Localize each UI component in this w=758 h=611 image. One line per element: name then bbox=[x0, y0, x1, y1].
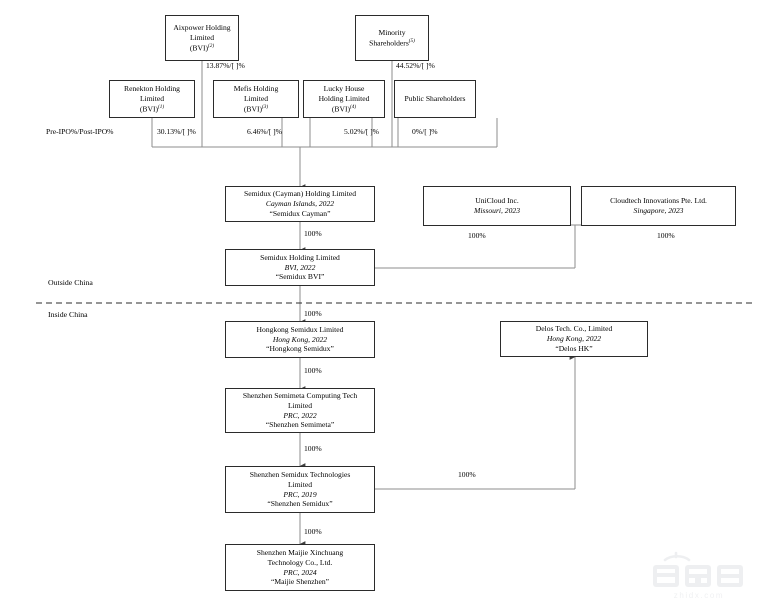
node-lucky-house-line1: Lucky House bbox=[323, 84, 365, 94]
node-shenzhen-semimeta-line4: “Shenzhen Semimeta” bbox=[265, 420, 335, 430]
label-semidux-to-maijie: 100% bbox=[304, 527, 322, 536]
node-unicloud[interactable]: UniCloud Inc. Missouri, 2023 bbox=[423, 186, 571, 226]
node-shenzhen-semimeta[interactable]: Shenzhen Semimeta Computing Tech Limited… bbox=[225, 388, 375, 433]
svg-text:zhidx.com: zhidx.com bbox=[674, 591, 724, 600]
node-aixpower-line3: (BVI)(2) bbox=[189, 42, 215, 53]
node-maijie-shenzhen-line4: “Maijie Shenzhen” bbox=[271, 577, 329, 587]
node-unicloud-line1: UniCloud Inc. bbox=[475, 196, 519, 206]
node-semidux-cayman-line1: Semidux (Cayman) Holding Limited bbox=[244, 189, 356, 199]
label-lucky-house-percent: 5.02%/[ ]% bbox=[344, 127, 380, 136]
node-aixpower-line2: Limited bbox=[189, 32, 215, 42]
node-lucky-house-line3: (BVI)(4) bbox=[331, 103, 357, 114]
node-cloudtech-line1: Cloudtech Innovations Pte. Ltd. bbox=[610, 196, 707, 206]
node-mefis[interactable]: Mefis Holding Limited (BVI)(3) bbox=[213, 80, 299, 118]
node-renekton-line1: Renekton Holding bbox=[124, 84, 180, 94]
label-aixpower-percent: 13.87%/[ ]% bbox=[206, 61, 245, 70]
node-minority-line2: Shareholders(5) bbox=[369, 37, 415, 48]
label-renekton-percent: 30.13%/[ ]% bbox=[157, 127, 196, 136]
label-hongkong-to-semimeta: 100% bbox=[304, 366, 322, 375]
node-shenzhen-semidux-line2: Limited bbox=[287, 479, 313, 489]
node-shenzhen-semidux-line4: “Shenzhen Semidux” bbox=[267, 499, 333, 509]
node-semidux-bvi-line2: BVI, 2022 bbox=[284, 262, 316, 272]
label-inside-china: Inside China bbox=[48, 310, 88, 319]
node-hongkong-semidux-line1: Hongkong Semidux Limited bbox=[256, 324, 344, 334]
node-renekton-line3: (BVI)(1) bbox=[139, 103, 165, 114]
node-maijie-shenzhen-line2: Technology Co., Ltd. bbox=[267, 557, 333, 567]
node-cloudtech-line2: Singapore, 2023 bbox=[633, 206, 684, 215]
node-mefis-line3: (BVI)(3) bbox=[243, 103, 269, 114]
label-semidux-to-delos: 100% bbox=[458, 470, 476, 479]
node-shenzhen-semimeta-line2: Limited bbox=[287, 400, 313, 410]
label-public-percent: 0%/[ ]% bbox=[412, 127, 438, 136]
node-semidux-cayman-line2: Cayman Islands, 2022 bbox=[265, 199, 335, 209]
node-renekton-line2: Limited bbox=[139, 93, 165, 103]
node-cloudtech[interactable]: Cloudtech Innovations Pte. Ltd. Singapor… bbox=[581, 186, 736, 226]
node-delos-hk[interactable]: Delos Tech. Co., Limited Hong Kong, 2022… bbox=[500, 321, 648, 357]
node-delos-hk-line3: “Delos HK” bbox=[555, 343, 593, 353]
node-maijie-shenzhen-line3: PRC, 2024 bbox=[283, 567, 317, 577]
node-maijie-shenzhen[interactable]: Shenzhen Maijie Xinchuang Technology Co.… bbox=[225, 544, 375, 591]
node-lucky-house[interactable]: Lucky House Holding Limited (BVI)(4) bbox=[303, 80, 385, 118]
label-cayman-to-bvi: 100% bbox=[304, 229, 322, 238]
node-lucky-house-line2: Holding Limited bbox=[318, 93, 370, 103]
node-delos-hk-line1: Delos Tech. Co., Limited bbox=[535, 324, 613, 334]
node-public-shareholders[interactable]: Public Shareholders bbox=[394, 80, 476, 118]
label-outside-china: Outside China bbox=[48, 278, 93, 287]
node-shenzhen-semidux-line3: PRC, 2019 bbox=[283, 489, 317, 499]
node-hongkong-semidux-line3: “Hongkong Semidux” bbox=[266, 344, 334, 354]
node-minority-shareholders[interactable]: Minority Shareholders(5) bbox=[355, 15, 429, 61]
watermark-logo: zhidx.com bbox=[653, 551, 743, 600]
node-mefis-line1: Mefis Holding bbox=[233, 84, 279, 94]
label-bvi-to-hongkong: 100% bbox=[304, 309, 322, 318]
label-semimeta-to-semidux: 100% bbox=[304, 444, 322, 453]
node-unicloud-line2: Missouri, 2023 bbox=[474, 206, 520, 215]
node-hongkong-semidux[interactable]: Hongkong Semidux Limited Hong Kong, 2022… bbox=[225, 321, 375, 358]
label-minority-percent: 44.52%/[ ]% bbox=[396, 61, 435, 70]
node-delos-hk-line2: Hong Kong, 2022 bbox=[546, 334, 602, 344]
node-public-line1: Public Shareholders bbox=[404, 94, 466, 104]
node-aixpower[interactable]: Aixpower Holding Limited (BVI)(2) bbox=[165, 15, 239, 61]
node-semidux-bvi-line3: “Semidux BVI” bbox=[275, 272, 325, 282]
node-shenzhen-semimeta-line3: PRC, 2022 bbox=[283, 410, 317, 420]
node-shenzhen-semidux-line1: Shenzhen Semidux Technologies bbox=[249, 470, 351, 480]
node-shenzhen-semidux[interactable]: Shenzhen Semidux Technologies Limited PR… bbox=[225, 466, 375, 513]
label-unicloud-percent: 100% bbox=[468, 231, 486, 240]
node-semidux-cayman-line3: “Semidux Cayman” bbox=[269, 208, 331, 218]
node-minority-line1: Minority bbox=[378, 28, 406, 38]
label-pre-post-ipo: Pre-IPO%/Post-IPO% bbox=[46, 127, 114, 136]
label-mefis-percent: 6.46%/[ ]% bbox=[247, 127, 283, 136]
node-shenzhen-semimeta-line1: Shenzhen Semimeta Computing Tech bbox=[242, 391, 358, 401]
node-hongkong-semidux-line2: Hong Kong, 2022 bbox=[272, 334, 328, 344]
node-maijie-shenzhen-line1: Shenzhen Maijie Xinchuang bbox=[256, 548, 344, 558]
node-mefis-line2: Limited bbox=[243, 93, 269, 103]
node-semidux-cayman[interactable]: Semidux (Cayman) Holding Limited Cayman … bbox=[225, 186, 375, 222]
label-cloudtech-percent: 100% bbox=[657, 231, 675, 240]
node-semidux-bvi-line1: Semidux Holding Limited bbox=[260, 252, 340, 262]
node-semidux-bvi[interactable]: Semidux Holding Limited BVI, 2022 “Semid… bbox=[225, 249, 375, 286]
node-aixpower-line1: Aixpower Holding bbox=[173, 23, 231, 33]
node-renekton[interactable]: Renekton Holding Limited (BVI)(1) bbox=[109, 80, 195, 118]
